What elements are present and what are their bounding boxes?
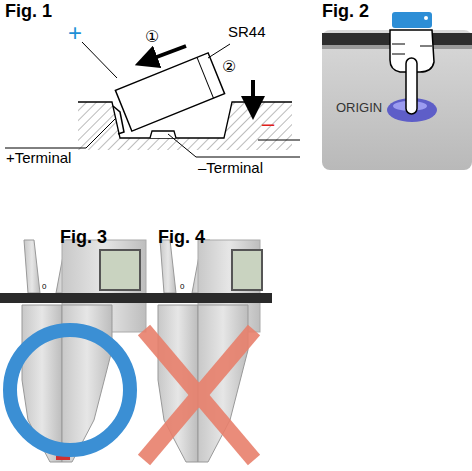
origin-panel [322,30,472,170]
part-name: +Terminal [6,150,71,167]
figure-title: Fig. 4 [158,228,205,248]
figure-title: Fig. 2 [322,2,369,22]
wrong-mark [144,330,254,460]
part-name: –Terminal [198,160,263,177]
callout-number: ① [145,28,159,46]
scale-mark: 0 [180,283,184,292]
caliper-wrong [140,240,272,462]
leader-lines [5,42,300,157]
polarity-sign: + [68,20,82,46]
button-label: ORIGIN [336,101,382,115]
hand-icon [390,12,434,114]
caliper-correct [0,240,150,462]
scale-mark: 0 [42,283,46,292]
part-name: SR44 [228,24,266,41]
press-arrow [251,80,255,108]
polarity-sign: – [262,112,274,136]
figure-title: Fig. 3 [60,228,107,248]
insert-arrow [146,46,186,61]
sr44-battery [115,53,224,131]
figure-title: Fig. 1 [5,2,52,22]
correct-mark [10,330,130,450]
callout-number: ② [222,58,236,76]
